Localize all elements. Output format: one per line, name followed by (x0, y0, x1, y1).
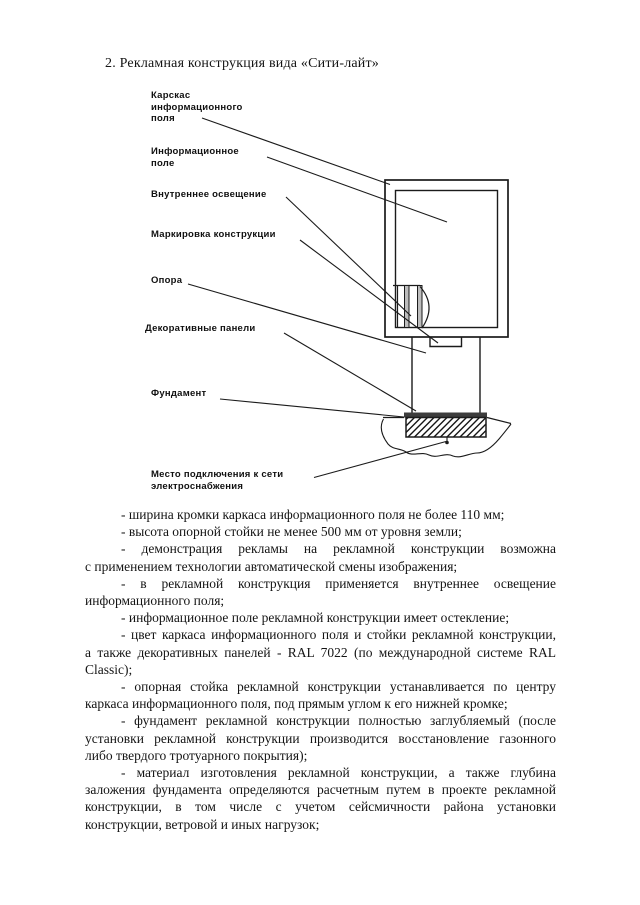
spec-line: либо твердого тротуарного покрытия); (85, 747, 308, 763)
spec-line: установки рекламной конструкции производ… (85, 730, 556, 746)
label-info-field: Информационное поле (151, 146, 239, 169)
spec-line: конструкции, в том числе с учетом сейсми… (85, 799, 556, 815)
spec-line: - высота опорной стойки не менее 500 мм … (121, 524, 462, 540)
leader-foundation (219, 398, 405, 418)
spec-line: заложения фундамента определяются расчет… (85, 782, 556, 798)
ground-line (380, 416, 512, 458)
spec-line: с применением технологии автоматической … (85, 558, 458, 574)
leader-panels (283, 332, 417, 412)
section-title: 2. Рекламная конструкция вида «Сити-лайт… (105, 56, 380, 71)
spec-line: а также декоративных панелей - RAL 7022 … (85, 644, 556, 660)
spec-line: - фундамент рекламной конструкции полнос… (121, 713, 556, 729)
power-connection-point (445, 437, 449, 445)
spec-line: Classic); (85, 661, 133, 677)
label-support: Опора (151, 275, 183, 286)
foundation-hatched-block (405, 416, 487, 438)
foundation-cap (404, 412, 487, 418)
spec-line: - в рекламной конструкция применяется вн… (121, 575, 556, 591)
leader-lighting (285, 196, 412, 317)
marking-plate (429, 337, 463, 348)
spec-line: - демонстрация рекламы на рекламной конс… (121, 541, 556, 557)
spec-line: - ширина кромки каркаса информационного … (121, 507, 505, 522)
label-power: Место подключения к сети электроснабжени… (151, 469, 284, 492)
leader-lines (187, 117, 448, 479)
spec-line: - цвет каркаса информационного поля и ст… (121, 627, 556, 643)
spec-line: - опорная стойка рекламной конструкции у… (121, 679, 556, 695)
label-lighting: Внутреннее освещение (151, 189, 267, 200)
billboard-outer-frame (384, 179, 509, 338)
leader-marking (299, 239, 439, 344)
spec-list: - ширина кромки каркаса информационного … (85, 506, 556, 833)
leader-info-field (266, 156, 448, 223)
spec-line: - информационное поле рекламной конструк… (121, 610, 510, 626)
spec-line: конструкции, ветровой и иных нагрузок; (85, 816, 320, 832)
spec-line: информационного поля; (85, 593, 225, 609)
leader-power (313, 440, 447, 479)
billboard-inner-frame (394, 189, 499, 329)
internal-lighting-detail (393, 284, 430, 329)
label-panels: Декоративные панели (145, 323, 256, 334)
spec-line: каркаса информационного поля, под прямым… (85, 696, 508, 712)
label-marking: Маркировка конструкции (151, 229, 276, 240)
leader-frame (201, 117, 391, 186)
support-column (411, 337, 481, 413)
leader-support (187, 283, 427, 354)
label-frame: Карскас информационного поля (151, 90, 243, 124)
spec-line: - материал изготовления рекламной констр… (121, 765, 556, 781)
label-foundation: Фундамент (151, 388, 207, 399)
